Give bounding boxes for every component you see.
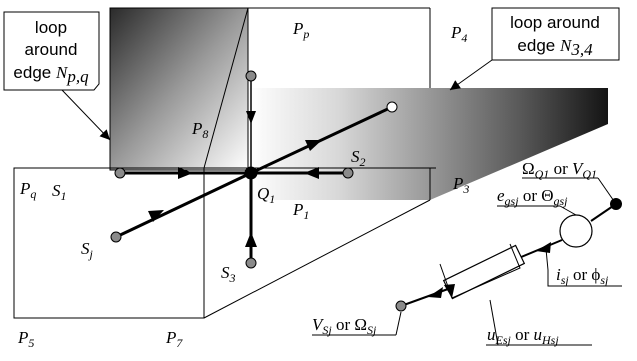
resistor-icon (442, 244, 526, 300)
terminal-vsj (395, 300, 407, 312)
label-p-p: Pp (292, 19, 309, 41)
leader-i-phi (545, 248, 549, 271)
voltage-bracket (439, 243, 521, 299)
node-s1 (114, 167, 126, 179)
arrow-s1 (178, 167, 193, 179)
callout-right-leader (449, 59, 493, 91)
shaded-surface-left (110, 8, 248, 170)
label-p-8: P8 (191, 119, 208, 141)
quantity-labels: ΩQ1 or VQ1 egsj or Θgsj isj or ϕsj VSj o… (312, 159, 609, 347)
ext-arrow-current (536, 242, 551, 253)
nodes (110, 70, 398, 269)
label-omega-v: ΩQ1 or VQ1 (522, 159, 597, 181)
label-s-2: S2 (351, 147, 366, 169)
box-edge-top-right (203, 7, 249, 169)
label-p-7: P7 (165, 328, 183, 350)
arrow-sj (148, 210, 164, 222)
label-p-1: P1 (292, 200, 309, 222)
box-front-face (13, 167, 205, 319)
annotation-leaders (312, 177, 622, 346)
label-s-j: Sj (81, 239, 94, 261)
label-p-3: P3 (452, 174, 469, 196)
node-p4 (386, 101, 398, 113)
callout-left-line1: loop (35, 18, 67, 37)
callout-right-box (491, 7, 620, 61)
callout-left-box (3, 11, 100, 91)
voltage-source-icon (559, 214, 593, 248)
external-branch (395, 198, 622, 312)
box-edge-right-front (203, 199, 431, 319)
branch-q1-sj (115, 171, 252, 239)
arrow-q1-p4 (305, 140, 322, 151)
arrow-s2 (304, 167, 319, 179)
vertex-labels: Pp P4 P8 Pq P3 P1 P5 P7 (17, 19, 469, 350)
leader-v-omega (395, 311, 402, 336)
callout-left-line3: edge Np,q (13, 63, 89, 86)
label-u-eh: uEsj or uHsj (487, 325, 559, 347)
callout-right-line2: edge N3,4 (517, 36, 593, 59)
node-sj (110, 231, 122, 243)
label-s-3: S3 (221, 263, 236, 285)
arrow-s3 (245, 232, 257, 247)
arrow-q1-top (246, 111, 256, 124)
label-p-4: P4 (450, 23, 467, 45)
callout-right: loop around edge N3,4 (491, 7, 620, 61)
leader-omega-v (597, 177, 617, 205)
node-s2 (342, 167, 354, 179)
label-i-phi: isj or ϕsj (556, 265, 609, 287)
label-v-omega: VSj or ΩSj (312, 315, 377, 337)
underline-i-phi (547, 270, 622, 287)
label-q-1: Q1 (257, 184, 275, 206)
callout-left-leader (61, 89, 111, 141)
label-s-1: S1 (52, 181, 67, 203)
ext-arrow-resistor (428, 287, 443, 298)
label-p-5: P5 (17, 328, 34, 350)
callout-right-line1: loop around (510, 13, 600, 32)
leader-e-theta (559, 205, 577, 216)
voltage-bracket-arrow (444, 284, 455, 298)
node-q1 (244, 166, 258, 180)
branch-arrows (148, 111, 322, 247)
node-s3 (245, 257, 257, 269)
shaded-surface-right (248, 88, 608, 200)
node-labels: S1 S2 Sj S3 Q1 (52, 147, 366, 285)
callout-left: loop around edge Np,q (3, 11, 100, 91)
leader-u-eh (489, 299, 499, 346)
label-p-q: Pq (19, 179, 36, 201)
label-e-theta: egsj or Θgsj (497, 186, 568, 208)
callout-left-line2: around (25, 40, 78, 59)
node-top (245, 70, 257, 82)
